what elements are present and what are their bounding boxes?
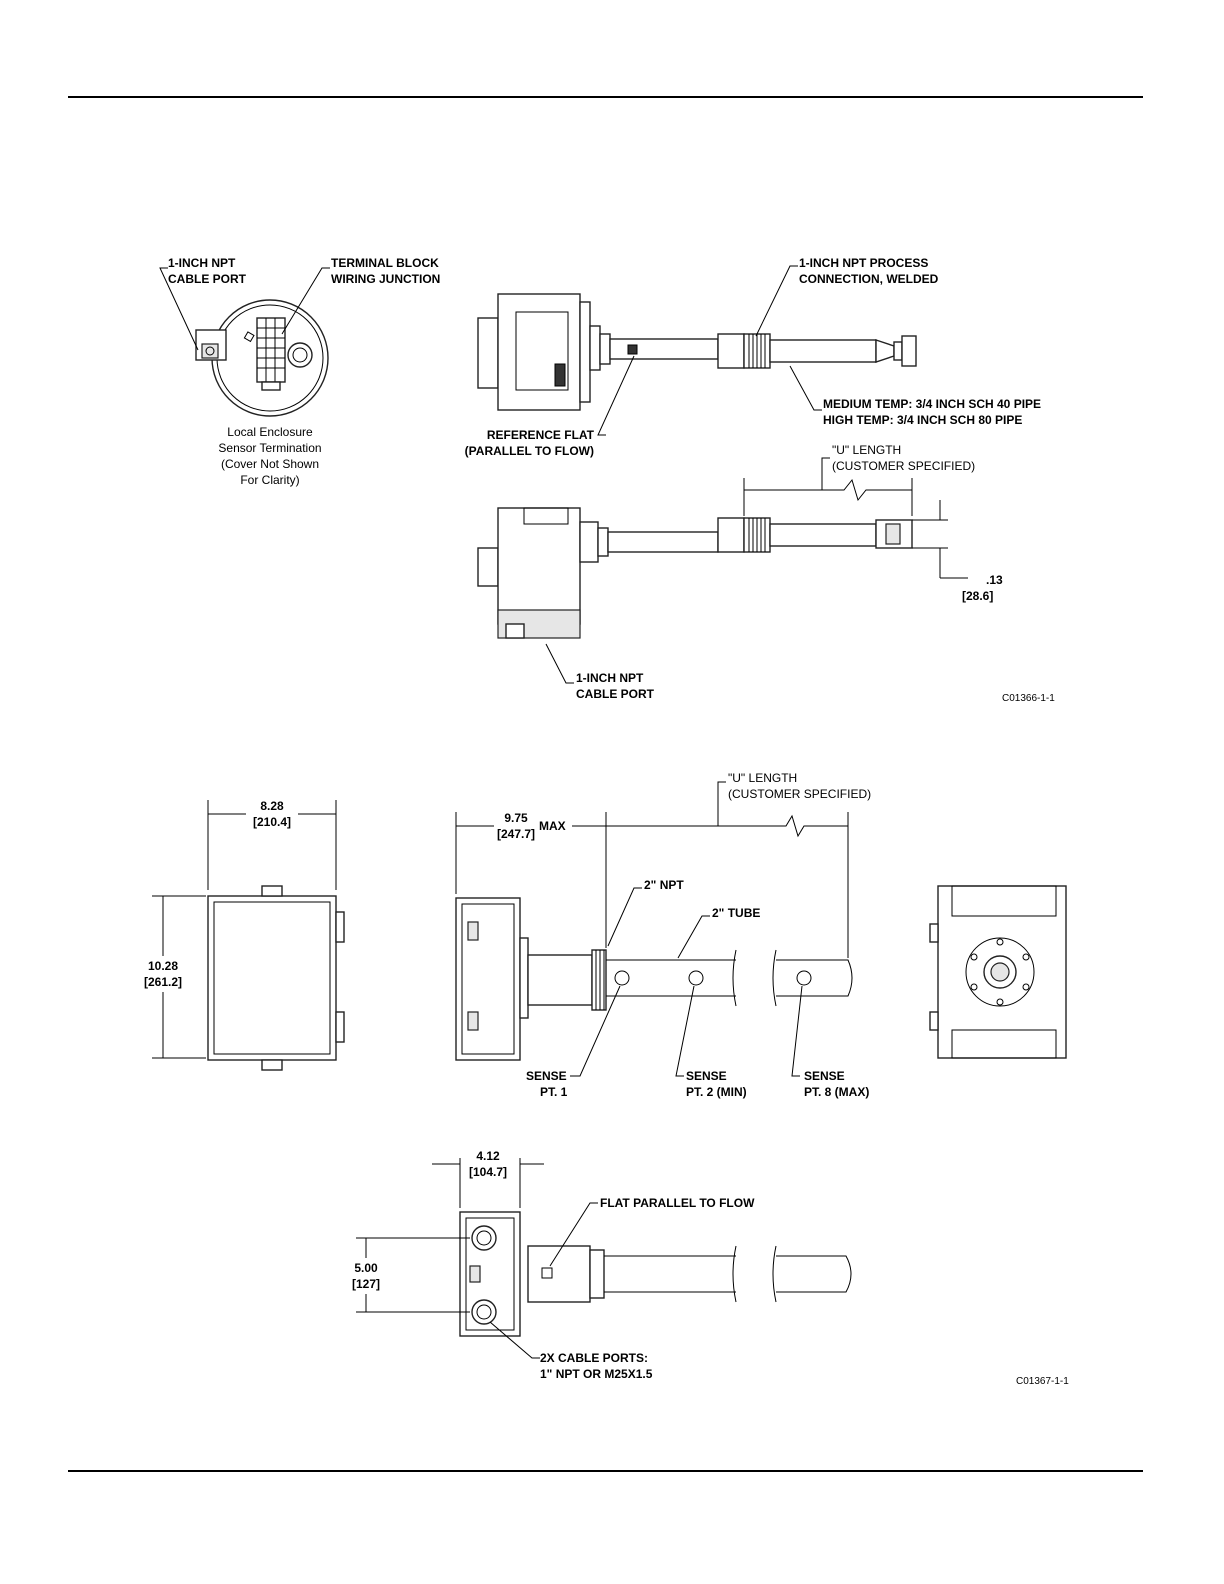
dim-depth-max: MAX <box>539 819 566 833</box>
dim-width-mm: [210.4] <box>253 815 291 829</box>
label-reference-flat-2: (PARALLEL TO FLOW) <box>465 444 594 458</box>
sensor-side-view-1 <box>477 293 917 411</box>
dim-port-spacing-mm: [127] <box>352 1277 380 1291</box>
label-sense-pt1-1: SENSE <box>526 1069 567 1083</box>
label-flat-parallel: FLAT PARALLEL TO FLOW <box>600 1196 755 1210</box>
label-u-length-top-2: (CUSTOMER SPECIFIED) <box>832 459 975 473</box>
enclosure-front-view <box>207 885 345 1071</box>
label-pipe-high-temp: HIGH TEMP: 3/4 INCH SCH 80 PIPE <box>823 413 1022 427</box>
label-u-length-bottom-1: "U" LENGTH <box>728 771 797 785</box>
dim-tip-mm: [28.6] <box>962 589 993 603</box>
dim-port-spacing-inches: 5.00 <box>354 1261 378 1275</box>
drawing-id-bottom: C01367-1-1 <box>1016 1376 1069 1387</box>
sensor-side-view-2 <box>477 500 968 639</box>
dim-depth-mm: [247.7] <box>497 827 535 841</box>
label-process-connection-2: CONNECTION, WELDED <box>799 272 939 286</box>
dim-height-mm: [261.2] <box>144 975 182 989</box>
dim-tip-inches: .13 <box>986 573 1003 587</box>
label-u-length-top-1: "U" LENGTH <box>832 443 901 457</box>
label-2in-tube: 2" TUBE <box>712 906 760 920</box>
label-cable-port-bottom-2: CABLE PORT <box>576 687 655 701</box>
dim-side-inches: 4.12 <box>476 1149 500 1163</box>
drawing-id-top: C01366-1-1 <box>1002 693 1055 704</box>
label-sense-pt1-2: PT. 1 <box>540 1085 568 1099</box>
label-sense-pt2-2: PT. 2 (MIN) <box>686 1085 747 1099</box>
label-terminal-block-1: TERMINAL BLOCK <box>331 256 439 270</box>
probe-side-view <box>455 897 853 1061</box>
local-enclosure-end-view <box>195 299 329 417</box>
label-sense-pt2-1: SENSE <box>686 1069 727 1083</box>
label-u-length-bottom-2: (CUSTOMER SPECIFIED) <box>728 787 871 801</box>
dim-depth-inches: 9.75 <box>504 811 528 825</box>
label-reference-flat-1: REFERENCE FLAT <box>487 428 595 442</box>
label-cable-port-top-2: CABLE PORT <box>168 272 247 286</box>
enclosure-rear-view <box>929 885 1067 1059</box>
dim-height-inches: 10.28 <box>148 959 178 973</box>
label-cable-port-bottom-1: 1-INCH NPT <box>576 671 644 685</box>
dim-width-inches: 8.28 <box>260 799 284 813</box>
label-2in-npt: 2" NPT <box>644 878 684 892</box>
label-sense-pt8-2: PT. 8 (MAX) <box>804 1085 869 1099</box>
drawing-c01367: 8.28 [210.4] 10.28 [261.2] <box>144 771 1069 1387</box>
enclosure-caption-1: Local Enclosure <box>227 425 313 439</box>
label-cable-ports-2: 1" NPT OR M25X1.5 <box>540 1367 653 1381</box>
dim-side-mm: [104.7] <box>469 1165 507 1179</box>
label-pipe-medium-temp: MEDIUM TEMP: 3/4 INCH SCH 40 PIPE <box>823 397 1041 411</box>
label-terminal-block-2: WIRING JUNCTION <box>331 272 440 286</box>
label-cable-port-top-1: 1-INCH NPT <box>168 256 236 270</box>
enclosure-side-view-bottom <box>459 1211 852 1337</box>
enclosure-caption-2: Sensor Termination <box>218 441 321 455</box>
label-process-connection-1: 1-INCH NPT PROCESS <box>799 256 928 270</box>
label-cable-ports-1: 2X CABLE PORTS: <box>540 1351 648 1365</box>
enclosure-caption-3: (Cover Not Shown <box>221 457 319 471</box>
label-sense-pt8-1: SENSE <box>804 1069 845 1083</box>
enclosure-caption-4: For Clarity) <box>240 473 299 487</box>
drawing-c01366: 1-INCH NPT CABLE PORT TERMINAL BLOCK WIR… <box>159 256 1055 704</box>
